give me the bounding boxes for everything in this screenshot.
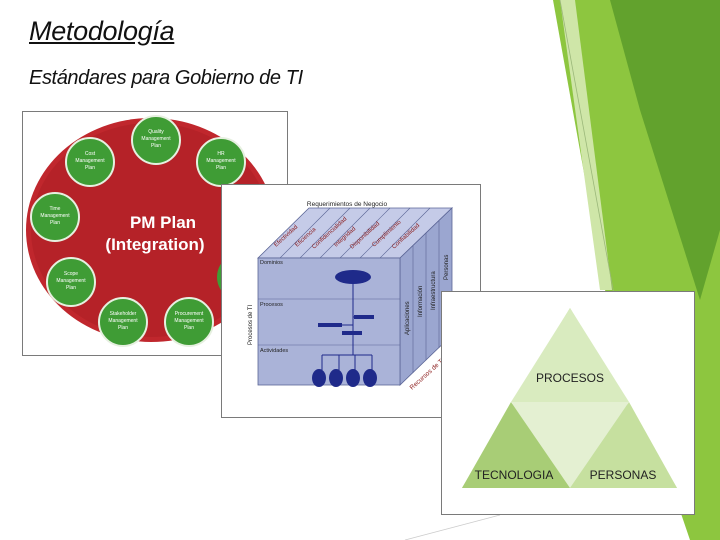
svg-text:Plan: Plan xyxy=(151,143,161,149)
svg-text:Management: Management xyxy=(141,136,171,142)
svg-text:Información: Información xyxy=(418,286,424,317)
svg-text:Management: Management xyxy=(75,158,105,164)
cube-row-procesos: Procesos xyxy=(260,302,283,308)
pm-plan-center-line1: PM Plan xyxy=(130,213,196,232)
svg-text:Plan: Plan xyxy=(50,220,60,226)
svg-text:Management: Management xyxy=(174,318,204,324)
svg-text:Management: Management xyxy=(206,158,236,164)
svg-text:Management: Management xyxy=(40,213,70,219)
svg-text:Plan: Plan xyxy=(216,165,226,171)
svg-text:Quality: Quality xyxy=(148,129,164,135)
bubble-cost: Cost Management Plan xyxy=(65,137,115,187)
pm-plan-center-line2: (Integration) xyxy=(105,235,204,254)
cube-top-label: Requerimientos de Negocio xyxy=(307,201,388,208)
svg-text:HR: HR xyxy=(217,151,225,157)
svg-text:Aplicaciones: Aplicaciones xyxy=(405,301,411,335)
pyramid-right-label: PERSONAS xyxy=(590,468,657,482)
svg-text:Management: Management xyxy=(56,278,86,284)
bubble-hr: HR Management Plan xyxy=(196,137,246,187)
svg-text:Personas: Personas xyxy=(444,255,450,280)
slide-subtitle: Estándares para Gobierno de TI xyxy=(29,67,303,89)
bubble-quality: Quality Management Plan xyxy=(131,115,181,165)
pyramid-top-label: PROCESOS xyxy=(536,371,604,385)
slide-title: Metodología xyxy=(29,16,175,46)
bubble-scope: Scope Management Plan xyxy=(46,257,96,307)
bubble-time: Time Management Plan xyxy=(30,192,80,242)
svg-text:Infraestructura: Infraestructura xyxy=(431,271,437,310)
svg-text:Procurement: Procurement xyxy=(175,311,204,317)
svg-text:Plan: Plan xyxy=(118,325,128,331)
bubble-stakeholder: Stakeholder Management Plan xyxy=(98,297,148,347)
svg-text:Time: Time xyxy=(50,206,61,212)
svg-text:Stakeholder: Stakeholder xyxy=(110,311,137,317)
bubble-procurement: Procurement Management Plan xyxy=(164,297,214,347)
svg-text:Plan: Plan xyxy=(66,285,76,291)
svg-text:Plan: Plan xyxy=(184,325,194,331)
domain-shape xyxy=(335,270,371,284)
cobit-cube-image: Requerimientos de Negocio Efectividad Ef… xyxy=(221,184,481,418)
svg-text:Scope: Scope xyxy=(64,271,78,277)
cube-left-label: Procesos de TI xyxy=(248,304,254,345)
pyramid-left-label: TECNOLOGIA xyxy=(475,468,554,482)
cube-row-dominios: Dominios xyxy=(260,260,283,266)
pyramid-image: PROCESOS TECNOLOGIA PERSONAS xyxy=(441,291,695,515)
svg-text:Cost: Cost xyxy=(85,151,96,157)
svg-text:Management: Management xyxy=(108,318,138,324)
svg-text:Plan: Plan xyxy=(85,165,95,171)
cube-row-actividades: Actividades xyxy=(260,348,288,354)
